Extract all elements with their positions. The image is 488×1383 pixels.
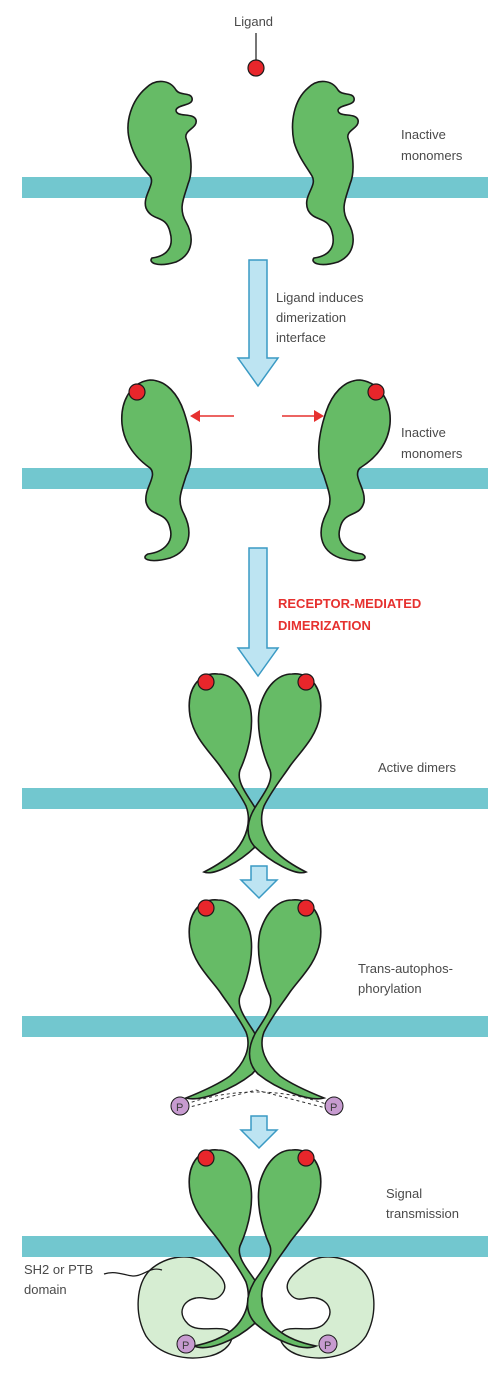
membrane-4 [22, 1016, 488, 1037]
inactive-label-2-line2: monomers [401, 446, 463, 461]
trans-auto-line1: Trans-autophos- [358, 961, 453, 976]
sh2-label-line1: SH2 or PTB [24, 1262, 93, 1277]
receptor-mediated-line2: DIMERIZATION [278, 618, 371, 633]
bound-ligand-right-4 [297, 899, 315, 917]
ligand-label: Ligand [234, 14, 273, 29]
trans-auto-line2: phorylation [358, 981, 422, 996]
receptor-dimer-left-3 [188, 673, 263, 874]
inactive-label-1-line1: Inactive [401, 127, 446, 142]
free-ligand [247, 59, 265, 77]
bound-ligand-left-5 [197, 1149, 215, 1167]
red-arrowhead-left [190, 410, 200, 422]
receptor-dimer-right-3 [247, 673, 322, 874]
phosphate-label-right-5: P [324, 1340, 331, 1352]
membrane-1 [22, 177, 488, 198]
phosphate-left-4 [170, 1096, 190, 1116]
sh2-leader-line [103, 1268, 163, 1277]
bound-ligand-left-4 [197, 899, 215, 917]
bound-ligand-right-5 [297, 1149, 315, 1167]
receptor-monomer-left-1 [127, 80, 197, 266]
receptor-dimer-right-5 [246, 1149, 322, 1349]
arrow-1 [236, 259, 280, 388]
receptor-dimer-right-4 [248, 899, 327, 1100]
ligand-induces-line3: interface [276, 330, 326, 345]
phosphate-right-4 [324, 1096, 344, 1116]
arrow-3 [239, 865, 279, 900]
receptor-dimer-left-4 [183, 899, 262, 1100]
receptor-monomer-right-2 [317, 379, 391, 562]
receptor-mediated-line1: RECEPTOR-MEDIATED [278, 596, 421, 611]
red-arrowhead-right [314, 410, 324, 422]
signal-line1: Signal [386, 1186, 422, 1201]
phosphate-label-left-5: P [182, 1340, 189, 1352]
receptor-monomer-right-1 [291, 80, 359, 266]
phosphate-label-right-4: P [330, 1102, 337, 1114]
membrane-2 [22, 468, 488, 489]
bound-ligand-left-3 [197, 673, 215, 691]
inactive-label-1-line2: monomers [401, 148, 463, 163]
arrow-4 [239, 1115, 279, 1150]
sh2-label-line2: domain [24, 1282, 67, 1297]
membrane-3 [22, 788, 488, 809]
ligand-induces-line1: Ligand induces [276, 290, 364, 305]
active-dimers-label: Active dimers [378, 760, 457, 775]
signal-line2: transmission [386, 1206, 459, 1221]
bound-ligand-left-2 [128, 383, 146, 401]
membrane-5 [22, 1236, 488, 1257]
ligand-induces-line2: dimerization [276, 310, 346, 325]
bound-ligand-right-2 [367, 383, 385, 401]
arrow-2 [236, 547, 280, 678]
phosphate-left-5 [176, 1334, 196, 1354]
receptor-monomer-left-2 [121, 379, 193, 562]
phosphate-label-left-4: P [176, 1102, 183, 1114]
phosphate-right-5 [318, 1334, 338, 1354]
bound-ligand-right-3 [297, 673, 315, 691]
phospho-dash-2 [185, 1089, 327, 1109]
inactive-label-2-line1: Inactive [401, 425, 446, 440]
